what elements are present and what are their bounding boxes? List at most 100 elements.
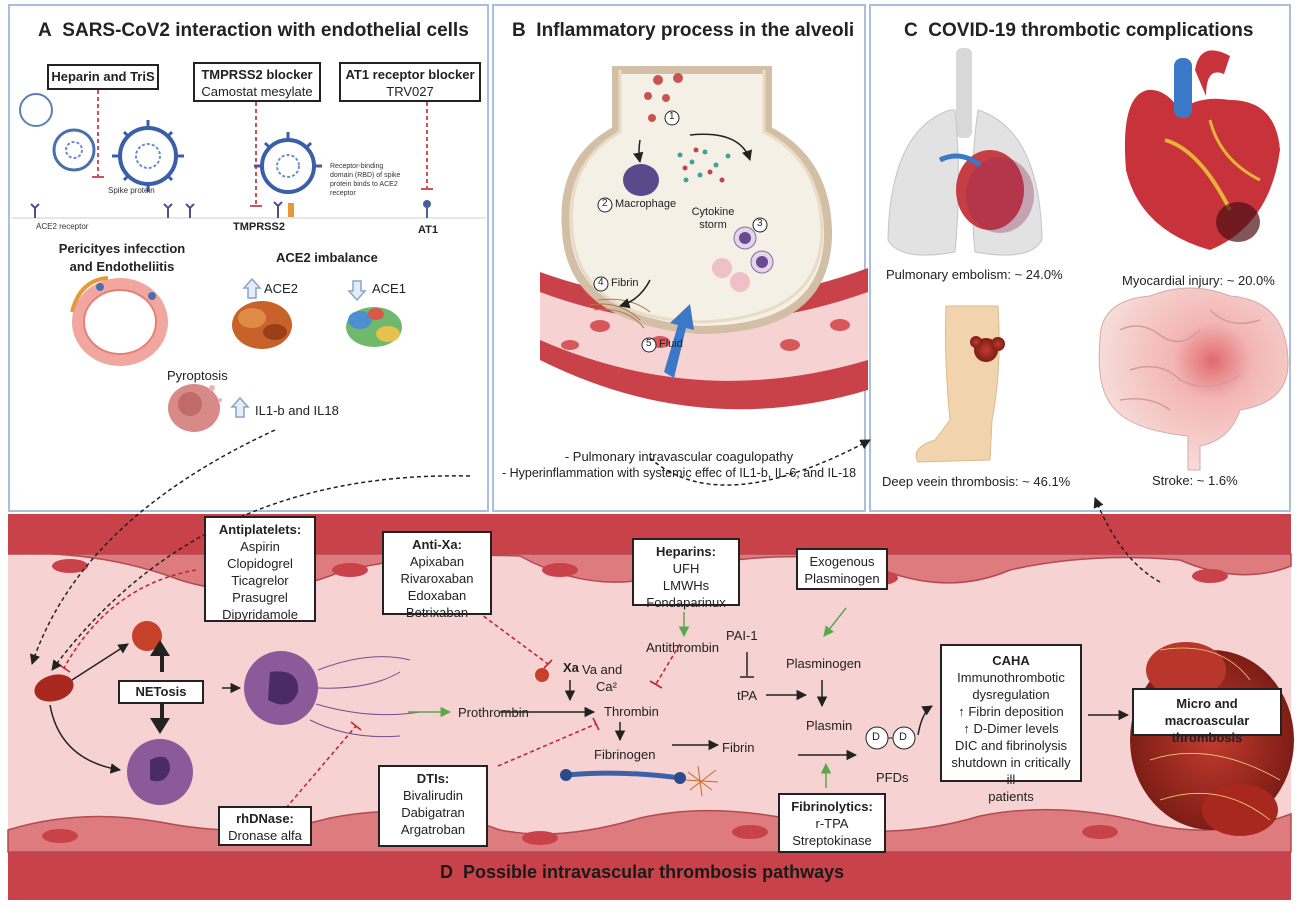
caha-item: patients	[988, 789, 1034, 804]
panel-b-title: B Inflammatory process in the alveoli	[512, 20, 855, 41]
xa-label: Xa	[563, 660, 579, 675]
step-5: 5	[646, 338, 652, 349]
drug-item: Prasugrel	[232, 590, 288, 605]
spike-protein-label: Spike protein	[108, 186, 155, 195]
plasminogen-label: Plasminogen	[786, 656, 862, 671]
tmprss2-label: TMPRSS2	[233, 221, 285, 233]
lungs-icon	[887, 48, 1043, 256]
caha-item: DIC and fibrinolysis	[955, 738, 1067, 753]
netosis-box: NETosis	[118, 680, 204, 704]
rhdnase-box: rhDNase: Dronase alfa	[218, 806, 312, 846]
macrophage-label: Macrophage	[615, 198, 677, 210]
pyroptosis-label: Pyroptosis	[167, 368, 228, 383]
drug-item: Apixaban	[409, 554, 465, 569]
virus-icon	[19, 93, 322, 194]
ace2-label: ACE2	[264, 281, 298, 296]
il1b-il18-label: IL1-b and IL18	[255, 403, 339, 418]
drug-item: Aspirin	[240, 539, 280, 554]
heart-icon	[1124, 50, 1280, 250]
anti-xa-box: Anti-Xa: Apixaban Rivaroxaban Edoxaban B…	[382, 531, 492, 620]
drug-item: Dipyridamole	[222, 607, 298, 622]
drug-item: Clopidogrel	[227, 556, 293, 571]
pericytes-title: Pericityes infecction and Endotheliitis	[58, 241, 186, 274]
antiplatelets-box: Antiplatelets: Aspirin Clopidogrel Ticag…	[204, 516, 316, 622]
panel-d-graphics	[7, 429, 1294, 900]
box-line: thrombosis	[1171, 730, 1243, 745]
dvt-label: Deep veein thrombosis: ~ 46.1%	[882, 474, 1071, 489]
drug-item: Edoxaban	[407, 588, 467, 603]
micro-macro-thrombosis-box: Micro and macroascular thrombosis	[1132, 688, 1282, 745]
pai1-label: PAI-1	[726, 628, 758, 643]
drug-item: Argatroban	[400, 822, 466, 837]
drug-item: Bivalirudin	[403, 788, 463, 803]
caha-item: shutdown in critically ill	[951, 755, 1071, 787]
pe-label: Pulmonary embolism: ~ 24.0%	[886, 267, 1063, 282]
exogenous-plasminogen-box: Exogenous Plasminogen	[796, 548, 888, 590]
ca-label: Ca²	[596, 679, 617, 694]
fibrin-label-b: Fibrin	[611, 277, 639, 289]
pyroptotic-cell-icon	[168, 384, 222, 432]
drug-item: UFH	[672, 561, 700, 576]
receptor-icon	[30, 201, 283, 218]
at1-label: AT1	[418, 224, 438, 236]
ace2-imbalance-label: ACE2 imbalance	[276, 250, 378, 265]
caha-box: CAHA Immunothrombotic dysregulation ↑ Fi…	[940, 644, 1082, 804]
leg-icon	[915, 305, 1005, 463]
dtis-box: DTIs: Bivalirudin Dabigatran Argatroban	[378, 765, 488, 847]
fibrinogen-label: Fibrinogen	[594, 747, 656, 762]
caha-item: ↑ D-Dimer levels	[963, 721, 1059, 736]
fibrinolytics-box: Fibrinolytics: r-TPA Streptokinase	[778, 793, 886, 853]
panel-b-note-2: - Hyperinflammation with systemic effec …	[501, 466, 857, 480]
stroke-label: Stroke: ~ 1.6%	[1152, 473, 1238, 488]
ace2-receptor-label: ACE2 receptor	[36, 222, 89, 231]
drug-item: Dabigatran	[401, 805, 465, 820]
thrombin-label: Thrombin	[604, 704, 659, 719]
panel-a-graphics	[12, 90, 486, 432]
box-line: Plasminogen	[804, 571, 880, 586]
ace1-label: ACE1	[372, 281, 406, 296]
d-dimer-left: D	[872, 731, 880, 743]
panel-b-graphics	[540, 66, 868, 410]
heparins-box: Heparins: UFH LMWHs Fondaparinux	[632, 538, 740, 610]
drug-item: Streptokinase	[792, 833, 872, 848]
drug-item: Dronase alfa	[228, 828, 302, 843]
d-dimer-right: D	[899, 731, 907, 743]
panel-b-note-1: - Pulmonary intravascular coagulopathy	[564, 449, 794, 464]
fluid-label: Fluid	[659, 338, 683, 350]
drug-item: Betrixaban	[405, 605, 469, 620]
step-3: 3	[757, 218, 763, 229]
mi-label: Myocardial injury: ~ 20.0%	[1122, 273, 1275, 288]
pfds-label: PFDs	[876, 770, 909, 785]
panel-c-title: C COVID-19 thrombotic complications	[904, 20, 1254, 41]
antithrombin-label: Antithrombin	[646, 640, 719, 655]
tpa-label: tPA	[737, 688, 757, 703]
panel-a-title: A SARS-CoV2 interaction with endothelial…	[38, 20, 469, 41]
drug-item: r-TPA	[815, 816, 849, 831]
heparin-tris-box: Heparin and TriS	[47, 64, 159, 90]
rbd-note: Receptor-binding domain (RBD) of spike p…	[330, 163, 401, 197]
caha-item: Immunothrombotic	[957, 670, 1065, 685]
panel-c-graphics	[887, 48, 1289, 471]
plasmin-label: Plasmin	[806, 718, 853, 733]
cytokine-storm-label: Cytokine storm	[691, 206, 735, 231]
drug-item: Rivaroxaban	[400, 571, 474, 586]
brain-icon	[1098, 287, 1289, 471]
step-2: 2	[602, 198, 608, 209]
ace2-protein-icon	[232, 301, 292, 349]
step-1: 1	[669, 111, 675, 122]
box-line: Micro and macroascular	[1164, 696, 1250, 728]
drug-item: LMWHs	[662, 578, 710, 593]
ace1-protein-icon	[346, 307, 402, 347]
step-4: 4	[598, 277, 604, 288]
vessel-ring-icon	[70, 276, 168, 366]
box-line: Exogenous	[809, 554, 875, 569]
drug-item: Ticagrelor	[231, 573, 289, 588]
caha-item: ↑ Fibrin deposition	[958, 704, 1064, 719]
va-label: Va and	[582, 662, 623, 677]
prothrombin-label: Prothrombin	[458, 705, 529, 720]
caha-item: dysregulation	[972, 687, 1050, 702]
panel-d-title: D Possible intravascular thrombosis path…	[440, 862, 845, 882]
